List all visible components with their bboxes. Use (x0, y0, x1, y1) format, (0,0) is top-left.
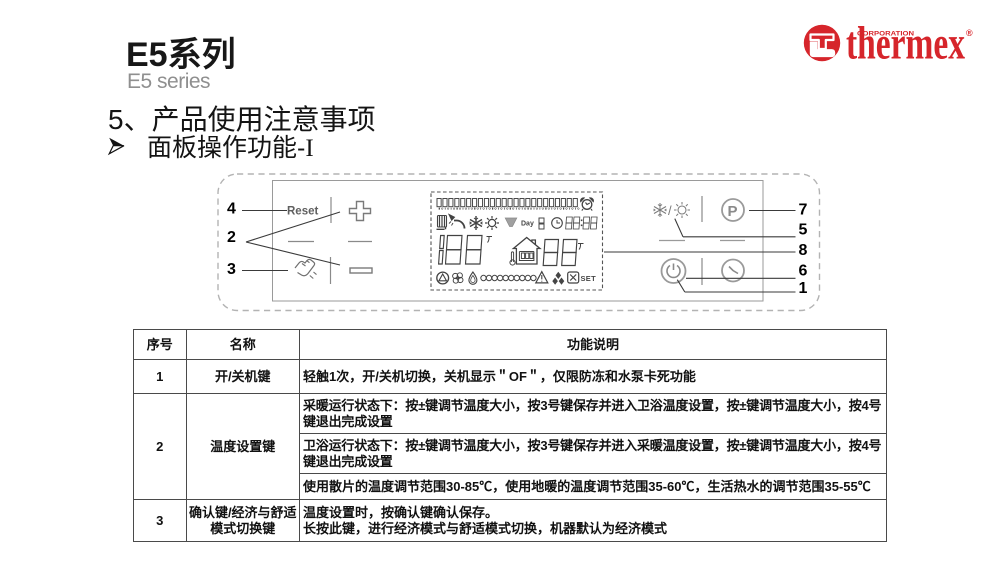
svg-text:5: 5 (799, 221, 808, 238)
svg-text:6: 6 (799, 262, 808, 279)
svg-text:4: 4 (227, 201, 236, 218)
svg-text:7: 7 (799, 202, 808, 219)
svg-text:1: 1 (799, 280, 808, 297)
svg-text:®: ® (966, 28, 973, 38)
svg-text:Reset: Reset (287, 206, 318, 218)
svg-text:2: 2 (227, 229, 236, 246)
svg-text:8: 8 (799, 242, 808, 259)
svg-text:P: P (728, 203, 738, 220)
svg-text:SET: SET (581, 274, 597, 283)
svg-text:Day: Day (521, 221, 534, 228)
svg-text:CORPORATION: CORPORATION (857, 31, 914, 38)
svg-text:/: / (668, 203, 672, 218)
svg-text:thermex: thermex (846, 20, 965, 68)
svg-text:3: 3 (227, 261, 236, 278)
